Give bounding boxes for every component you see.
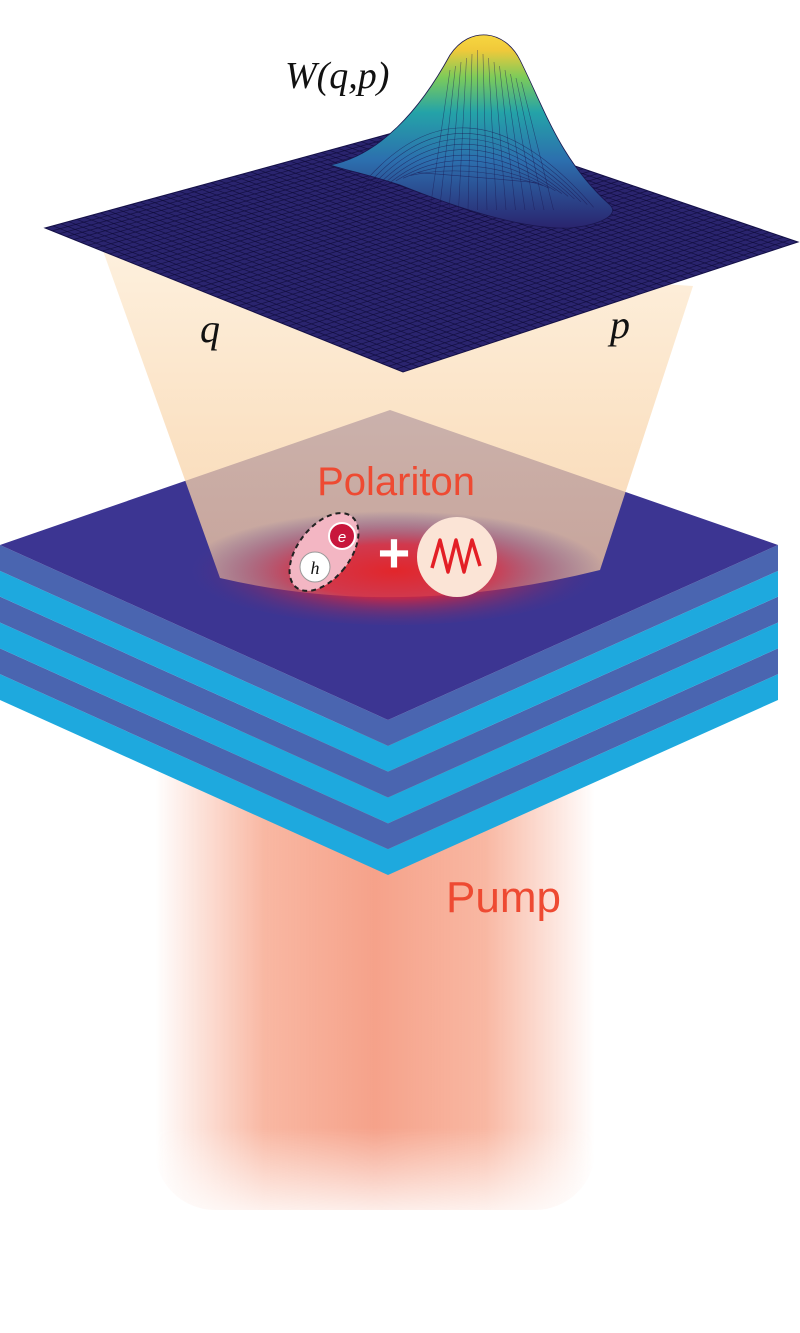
peak-gridline xyxy=(499,65,516,211)
mesh-gridline xyxy=(281,162,641,295)
mesh-gridline xyxy=(305,156,664,287)
pump-beam xyxy=(155,730,595,1210)
peak-gridline xyxy=(359,133,588,205)
stack-layer-right xyxy=(388,596,778,798)
peak-gridline xyxy=(429,69,451,211)
peak-gridline xyxy=(467,53,473,211)
peak-gridline xyxy=(395,160,556,192)
hole-symbol: h xyxy=(311,558,320,578)
stack-layer-right xyxy=(388,622,778,824)
stack-layer-left xyxy=(0,545,388,746)
stack-layer-left xyxy=(0,648,388,850)
peak-gridline xyxy=(439,65,456,211)
peak-gridline xyxy=(352,127,594,208)
peak-gridline xyxy=(510,73,535,211)
pump-label: Pump xyxy=(446,873,561,922)
stack-layer-left xyxy=(0,596,388,798)
peak-gridline xyxy=(373,144,575,200)
polariton-glow xyxy=(185,505,605,625)
mesh-gridline xyxy=(374,231,770,361)
mesh-gridline xyxy=(345,222,741,350)
mesh-gridline xyxy=(324,214,720,341)
peak-gridline xyxy=(488,57,497,211)
stack-layer-left xyxy=(0,674,388,875)
mesh-gridline xyxy=(359,227,756,356)
wigner-surface xyxy=(43,34,800,373)
peak-gridline xyxy=(388,154,562,194)
peak-gridline xyxy=(448,61,462,211)
mesh-gridline xyxy=(288,202,684,327)
peak-gridline xyxy=(482,53,488,211)
stack-layer-right xyxy=(388,545,778,746)
mesh-gridline xyxy=(388,236,784,367)
stack-layer-right xyxy=(388,570,778,772)
polariton-label: Polariton xyxy=(317,460,475,504)
mesh-gridline xyxy=(281,200,677,324)
light-cone xyxy=(102,248,693,598)
mesh-gridline xyxy=(273,165,633,297)
mesh-gridline xyxy=(338,219,734,347)
peak-gridline xyxy=(493,61,507,211)
mesh-gridline xyxy=(331,217,727,344)
stack-layer-right xyxy=(388,674,778,875)
p-axis-label: p xyxy=(607,302,630,347)
mesh-gridline xyxy=(316,212,713,338)
mesh-gridline xyxy=(395,239,791,370)
stack-layer-left xyxy=(0,622,388,824)
electron-symbol: e xyxy=(338,529,346,546)
peak-gridline xyxy=(366,138,582,203)
mesh-gridline xyxy=(302,207,698,333)
peak-gridline xyxy=(458,57,467,211)
q-axis-label: q xyxy=(200,306,220,351)
wavy-photon-icon xyxy=(417,517,497,597)
stack-layer-left xyxy=(0,570,388,772)
peak-gridline xyxy=(521,81,554,211)
mesh-gridline xyxy=(367,229,763,358)
stack-layer-right xyxy=(388,648,778,850)
exciton-pair-icon: h e xyxy=(288,512,360,592)
mesh-gridline xyxy=(309,209,706,335)
mesh-gridline xyxy=(352,224,748,353)
plus-sign: + xyxy=(378,521,411,584)
mesh-gridline xyxy=(381,234,777,364)
mesh-gridline xyxy=(289,160,649,292)
peak-gridline xyxy=(515,77,545,211)
wigner-label: W(q,p) xyxy=(285,55,389,97)
mesh-gridline xyxy=(250,171,609,305)
mesh-gridline xyxy=(297,158,656,290)
mesh-gridline xyxy=(266,167,625,300)
peak-gridline xyxy=(504,69,526,211)
peak-gridline xyxy=(417,172,537,184)
mesh-gridline xyxy=(295,205,691,330)
mesh-gridline xyxy=(258,169,617,303)
